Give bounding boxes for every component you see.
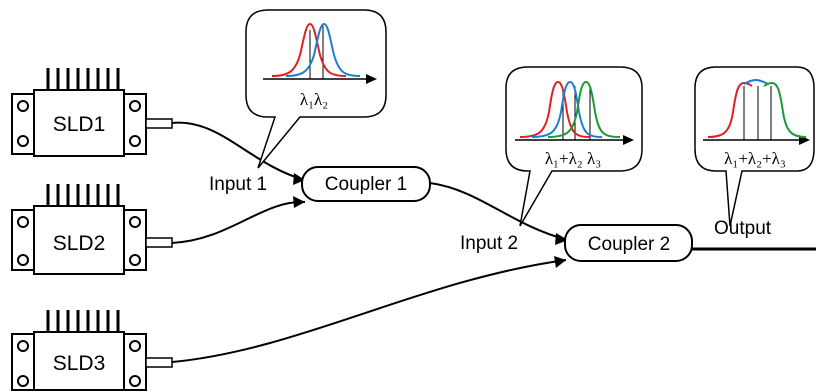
arrow-into-coupler1-bottom [293, 196, 305, 208]
bubble1-outline [245, 9, 387, 169]
bubble3-outline [694, 66, 815, 227]
bubble1-curve-lambda2 [285, 22, 361, 77]
bubble1-axis-label: λ₁λ₂ [300, 90, 328, 109]
fiber-coupler1-to-coupler2 [429, 182, 569, 241]
arrow-into-coupler1-top [293, 173, 305, 185]
bubble2-curve-lambda1 [519, 80, 591, 138]
sld2-label: SLD2 [53, 232, 106, 255]
fiber-sld1-to-coupler1 [171, 121, 306, 181]
input1-label: Input 1 [209, 174, 267, 195]
sld1-module: SLD1 [11, 68, 173, 157]
bubble2-curve-lambda3 [547, 80, 621, 138]
spectrum-bubble-2: λ₁+λ₂ λ₃ [505, 66, 643, 227]
bubble3-curve-lambda3 [763, 81, 807, 138]
bubble1-curve-lambda1 [271, 22, 347, 77]
input2-label: Input 2 [460, 233, 518, 254]
bubble3-axis-label: λ₁+λ₂+λ₃ [724, 149, 786, 168]
sld3-label: SLD3 [53, 352, 106, 375]
bubble3-curve-lambda2 [743, 78, 769, 85]
output-label: Output [714, 218, 772, 239]
sld3-fiber-pigtail [145, 357, 173, 368]
sld2-body [33, 205, 125, 275]
bubble3-curve-lambda1 [707, 81, 753, 138]
bubble2-curve-lambda2 [531, 80, 603, 138]
sld1-body [33, 89, 125, 157]
coupler2-label: Coupler 2 [588, 234, 670, 255]
arrow-into-coupler2-bottom [554, 256, 566, 268]
spectrum-bubble-1: λ₁λ₂ [245, 9, 387, 169]
coupler2: Coupler 2 [564, 224, 693, 262]
fiber-sld3-to-coupler2 [171, 259, 567, 363]
sld1-fiber-pigtail [145, 118, 173, 129]
fiber-arrowheads [293, 173, 568, 268]
sld1-pins [46, 68, 120, 90]
coupler1-label: Coupler 1 [325, 174, 407, 195]
fiber-paths [171, 121, 816, 363]
coupler1: Coupler 1 [301, 166, 431, 202]
bubble2-outline [505, 66, 643, 227]
sld2-module: SLD2 [11, 184, 173, 275]
fiber-sld2-to-coupler1 [171, 200, 306, 244]
sld1-label: SLD1 [53, 113, 106, 136]
bubble2-axis-label: λ₁+λ₂ λ₃ [545, 149, 601, 168]
sld2-pins [46, 184, 120, 206]
sld3-body [33, 331, 125, 391]
sld3-module: SLD3 [11, 310, 173, 391]
sld2-fiber-pigtail [145, 237, 173, 248]
arrow-into-coupler2-top [555, 233, 568, 245]
sld3-pins [46, 310, 120, 332]
spectrum-bubble-3: λ₁+λ₂+λ₃ [694, 66, 815, 227]
